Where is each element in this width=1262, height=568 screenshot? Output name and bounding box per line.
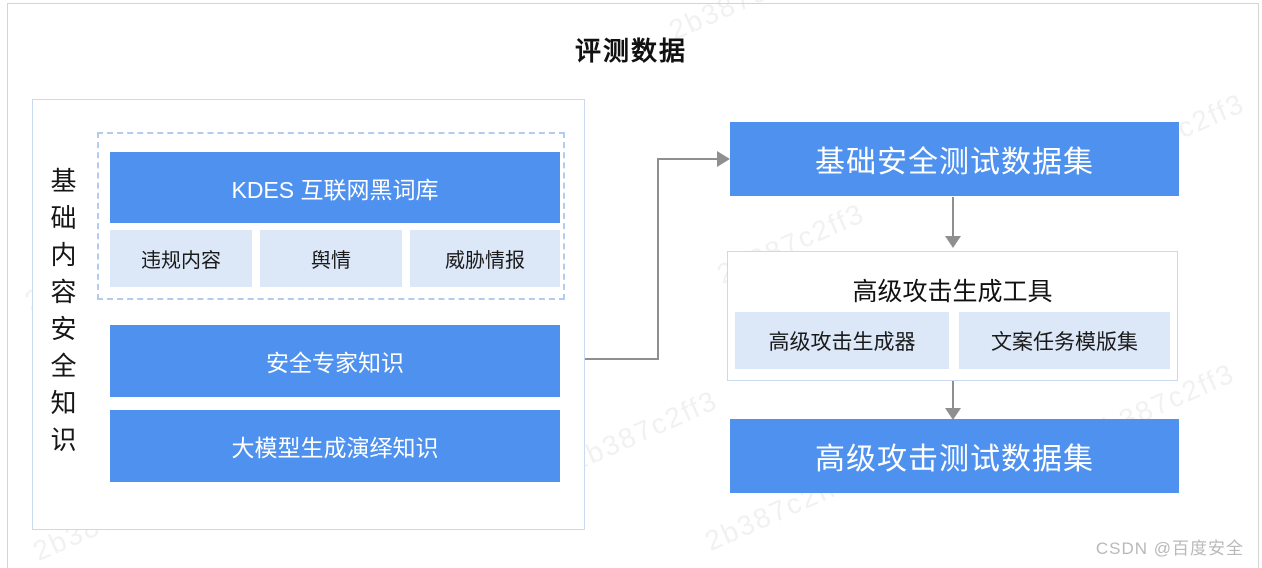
arrowhead-down-icon (945, 408, 961, 420)
kdes-group-dashed-box (97, 132, 565, 300)
connector-segment-vertical (657, 158, 659, 360)
connector-arrowhead-right-icon (717, 151, 730, 167)
threat-intelligence-box: 威胁情报 (410, 230, 560, 287)
connector-segment-horizontal-bottom (585, 358, 659, 360)
csdn-credit-watermark: CSDN @百度安全 (1095, 539, 1244, 558)
watermark: 2b387c2ff3 (565, 384, 723, 477)
advanced-attack-test-dataset-bar: 高级攻击测试数据集 (730, 419, 1179, 493)
arrow-line-tool-to-advanced (952, 381, 954, 410)
public-opinion-box: 舆情 (260, 230, 402, 287)
left-container-vertical-label: 基础内容安全知识 (47, 167, 77, 463)
connector-segment-horizontal-top (657, 158, 719, 160)
security-expert-knowledge-bar: 安全专家知识 (110, 325, 560, 397)
arrow-line-basic-to-tool (952, 197, 954, 238)
advanced-attack-tool-title: 高级攻击生成工具 (852, 278, 1053, 306)
kdes-blackword-library-bar: KDES 互联网黑词库 (110, 152, 560, 223)
advanced-attack-generator-box: 高级攻击生成器 (735, 312, 949, 369)
copy-task-template-set-box: 文案任务模版集 (959, 312, 1170, 369)
llm-generated-knowledge-bar: 大模型生成演绎知识 (110, 410, 560, 482)
violation-content-box: 违规内容 (110, 230, 252, 287)
page-title: 评测数据 (574, 36, 687, 66)
arrowhead-down-icon (945, 236, 961, 248)
basic-security-test-dataset-bar: 基础安全测试数据集 (730, 122, 1179, 196)
